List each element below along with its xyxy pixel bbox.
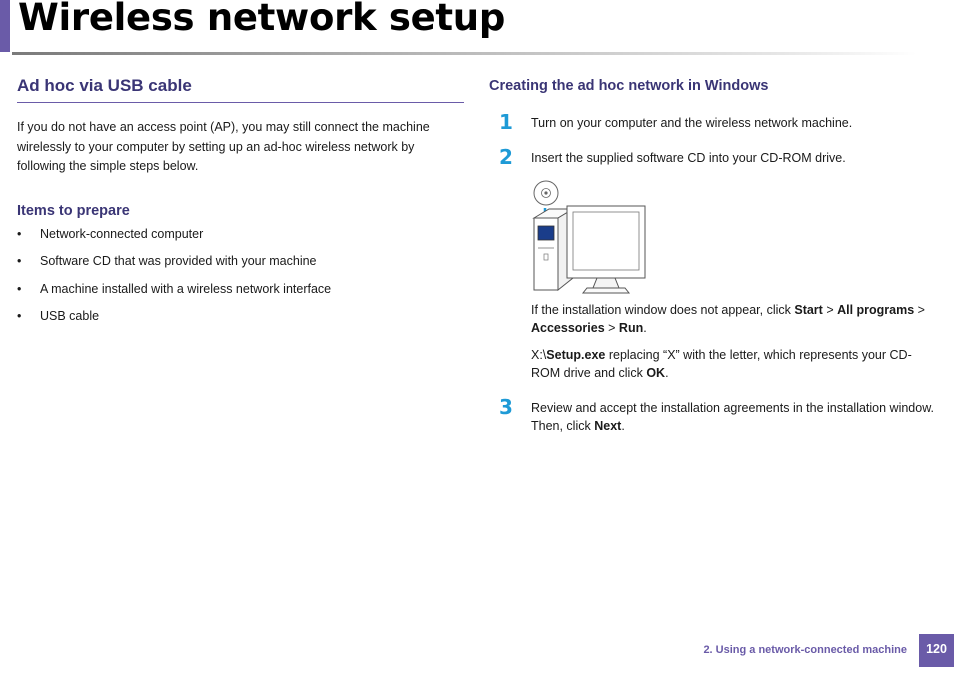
intro-paragraph: If you do not have an access point (AP),… <box>17 120 430 173</box>
page-title: Wireless network setup <box>18 0 506 39</box>
section-heading-ad-hoc: Ad hoc via USB cable <box>17 76 192 95</box>
list-item: • Network-connected computer <box>17 227 464 255</box>
step-text: Insert the supplied software CD into you… <box>531 151 846 165</box>
step-text: Turn on your computer and the wireless n… <box>531 116 853 130</box>
step-3: 3 Review and accept the installation agr… <box>489 395 939 435</box>
run-label: Run <box>618 321 644 335</box>
list-item-text: USB cable <box>40 309 100 323</box>
left-column: Ad hoc via USB cable If you do not have … <box>17 76 464 337</box>
bullet: • <box>17 254 22 268</box>
cd-icon <box>533 180 559 206</box>
next-label: Next <box>594 419 622 433</box>
section-rule <box>17 102 464 103</box>
page-number-badge: 120 <box>919 634 954 667</box>
bullet: • <box>17 226 22 241</box>
step-number: 2 <box>499 145 513 169</box>
right-column: Creating the ad hoc network in Windows 1… <box>489 76 939 433</box>
setup-exe-label: Setup.exe <box>546 348 606 362</box>
subheading-items-to-prepare: Items to prepare <box>17 202 130 219</box>
start-label: Start <box>794 303 823 317</box>
step-number: 1 <box>499 110 513 134</box>
step-2: 2 Insert the supplied software CD into y… <box>489 145 939 169</box>
monitor-icon <box>566 205 646 294</box>
step-number: 3 <box>499 395 513 419</box>
footer-chapter: 2. Using a network-connected machine <box>703 644 907 656</box>
list-item-text: Network-connected computer <box>40 226 204 241</box>
list-item: • USB cable <box>17 309 464 337</box>
note-setup-exe: X:\Setup.exe replacing “X” with the lett… <box>531 348 912 380</box>
title-rule <box>12 52 917 55</box>
bullet: • <box>17 309 22 323</box>
section-heading-windows: Creating the ad hoc network in Windows <box>489 78 769 94</box>
list-item-text: A machine installed with a wireless netw… <box>40 281 332 296</box>
step-1: 1 Turn on your computer and the wireless… <box>489 110 939 134</box>
title-accent-bar <box>0 0 10 52</box>
bullet: • <box>17 281 22 296</box>
ok-label: OK <box>646 366 666 380</box>
step-text: Review and accept the installation agree… <box>531 401 935 433</box>
list-item: • A machine installed with a wireless net… <box>17 282 464 310</box>
items-list: • Network-connected computer • Software CD… <box>17 227 464 337</box>
all-programs-label: All programs <box>837 303 915 317</box>
cd-insert-illustration <box>532 180 646 294</box>
note-installation-window: If the installation window does not appe… <box>531 303 925 335</box>
accessories-label: Accessories <box>531 321 605 335</box>
list-item: • Software CD that was provided with your… <box>17 254 464 282</box>
list-item-text: Software CD that was provided with your … <box>40 254 317 268</box>
